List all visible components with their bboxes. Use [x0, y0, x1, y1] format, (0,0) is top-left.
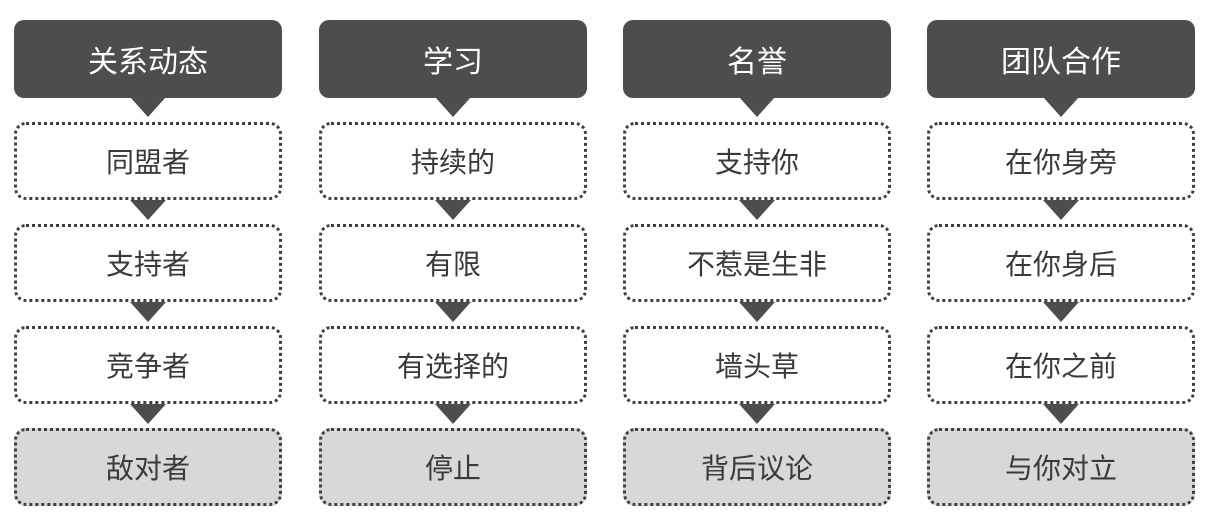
down-arrow-icon	[739, 200, 775, 220]
down-arrow-icon	[1043, 302, 1079, 322]
down-arrow-icon	[130, 97, 166, 117]
down-arrow-icon	[435, 200, 471, 220]
down-arrow-icon	[435, 302, 471, 322]
flow-step-3: 有选择的	[319, 326, 587, 404]
flow-step-1: 支持你	[623, 122, 891, 200]
down-arrow-icon	[130, 200, 166, 220]
flow-step-final: 敌对者	[14, 428, 282, 506]
column-teamwork: 团队合作 在你身旁 在你身后 在你之前 与你对立	[927, 20, 1195, 508]
column-learning: 学习 持续的 有限 有选择的 停止	[319, 20, 587, 508]
down-arrow-icon	[130, 404, 166, 424]
down-arrow-icon	[1043, 97, 1079, 117]
down-arrow-icon	[435, 404, 471, 424]
flow-step-3: 在你之前	[927, 326, 1195, 404]
flow-step-3: 竞争者	[14, 326, 282, 404]
column-header: 学习	[319, 20, 587, 98]
column-reputation: 名誉 支持你 不惹是生非 墙头草 背后议论	[623, 20, 891, 508]
down-arrow-icon	[1043, 200, 1079, 220]
flow-step-2: 在你身后	[927, 224, 1195, 302]
flow-step-2: 不惹是生非	[623, 224, 891, 302]
flow-step-final: 与你对立	[927, 428, 1195, 506]
down-arrow-icon	[130, 302, 166, 322]
flow-step-1: 在你身旁	[927, 122, 1195, 200]
column-header: 团队合作	[927, 20, 1195, 98]
flow-step-2: 支持者	[14, 224, 282, 302]
column-relationship-dynamics: 关系动态 同盟者 支持者 竞争者 敌对者	[14, 20, 282, 508]
down-arrow-icon	[435, 97, 471, 117]
flow-step-1: 同盟者	[14, 122, 282, 200]
column-header: 关系动态	[14, 20, 282, 98]
flow-step-1: 持续的	[319, 122, 587, 200]
down-arrow-icon	[1043, 404, 1079, 424]
flow-step-final: 停止	[319, 428, 587, 506]
column-header: 名誉	[623, 20, 891, 98]
down-arrow-icon	[739, 302, 775, 322]
flow-step-2: 有限	[319, 224, 587, 302]
flow-step-final: 背后议论	[623, 428, 891, 506]
flow-step-3: 墙头草	[623, 326, 891, 404]
down-arrow-icon	[739, 404, 775, 424]
down-arrow-icon	[739, 97, 775, 117]
